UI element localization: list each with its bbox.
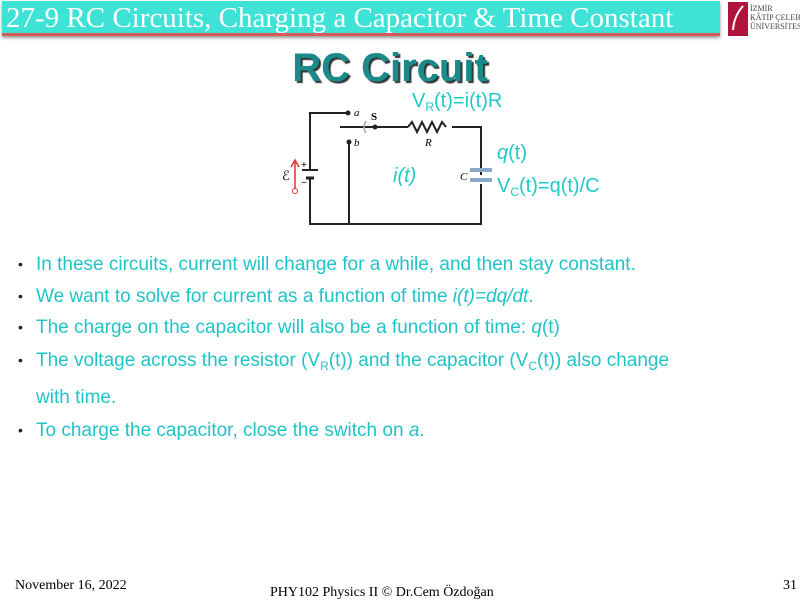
svg-text:S: S: [371, 111, 377, 123]
slide-title: RC Circuit: [292, 46, 488, 90]
footer-course: PHY102 Physics II © Dr.Cem Özdoğan: [270, 585, 494, 600]
current-label: i(t): [393, 165, 417, 187]
bullet-1: In these circuits, current will change f…: [36, 254, 636, 275]
svg-text:b: b: [354, 137, 360, 149]
bullet-4-continued: with time.: [36, 387, 117, 408]
vc-equation: VC(t)=q(t)/C: [497, 175, 600, 199]
emf-arrow-icon: [290, 158, 300, 190]
page-number: 31: [783, 578, 797, 593]
rc-circuit-diagram: a b S R C ℰ + −: [282, 107, 492, 225]
svg-text:ℰ: ℰ: [282, 168, 290, 183]
svg-text:+: +: [301, 160, 307, 171]
header-title: 27-9 RC Circuits, Charging a Capacitor &…: [6, 2, 674, 34]
bullet-2: We want to solve for current as a functi…: [36, 286, 534, 307]
svg-text:R: R: [424, 137, 432, 149]
quill-logo-icon: [728, 2, 748, 36]
bullet-3: The charge on the capacitor will also be…: [36, 317, 560, 338]
svg-text:a: a: [354, 107, 360, 119]
svg-text:C: C: [460, 171, 468, 183]
svg-text:−: −: [301, 178, 307, 189]
bullet-4: The voltage across the resistor (VR(t)) …: [36, 350, 670, 373]
charge-label: q(t): [497, 142, 528, 164]
bullet-5: To charge the capacitor, close the switc…: [36, 420, 425, 441]
header-bar: 27-9 RC Circuits, Charging a Capacitor &…: [2, 1, 720, 36]
footer-date: November 16, 2022: [15, 578, 127, 593]
vr-equation: VR(t)=i(t)R: [412, 90, 503, 114]
